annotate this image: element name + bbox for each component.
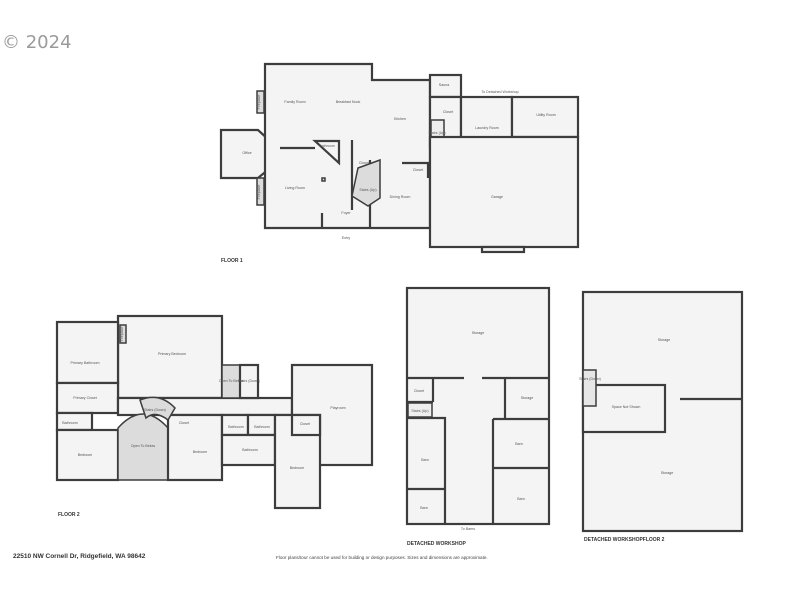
- room-label: To Detached Workshop: [481, 90, 518, 94]
- main-living-area: [263, 62, 432, 230]
- room-label: Stairs (Down): [579, 377, 601, 381]
- stairs-up: [407, 402, 433, 418]
- floor-2-caption: FLOOR 2: [58, 512, 80, 518]
- room-label: Bathroom: [254, 425, 270, 429]
- garage: [428, 135, 580, 249]
- room-label: Open To Below: [219, 379, 244, 383]
- room-label: Entry: [342, 236, 351, 240]
- room-label: Space Not Shown: [612, 405, 641, 409]
- room-label: Barn: [517, 497, 525, 501]
- room-label: Open To Below: [131, 444, 156, 448]
- floor-1-caption: FLOOR 1: [221, 258, 243, 264]
- room-label: Primary Closet: [73, 396, 97, 400]
- room-label: Bedroom: [78, 453, 93, 457]
- room-label: Barn: [420, 506, 428, 510]
- room-label: Bathroom: [242, 448, 258, 452]
- room-label: Fireplace: [257, 185, 261, 200]
- workshop-floor-2-caption: DETACHED WORKSHOPFLOOR 2: [584, 537, 665, 543]
- stairs-curved: [351, 158, 381, 207]
- primary-closet: [55, 381, 120, 415]
- workshop-caption: DETACHED WORKSHOP: [407, 541, 466, 547]
- room-label: Garage: [491, 195, 503, 199]
- room-label: Closet: [359, 161, 369, 165]
- room-label: To Barns: [461, 527, 475, 531]
- stairs-down: [582, 369, 597, 407]
- room-label: Sauna: [439, 83, 449, 87]
- room-label: Fireplace: [120, 327, 124, 342]
- floor-2-plan: FLOOR 2: [55, 314, 374, 518]
- stairs-down: [238, 363, 260, 400]
- room-label: Kitchen: [394, 117, 406, 121]
- primary-bedroom: [116, 314, 224, 400]
- room-label: Family Room: [284, 100, 305, 104]
- fireplace: [119, 324, 127, 344]
- floor-1-plan: FLOOR 1: [219, 62, 580, 264]
- room-label: Bathroom: [319, 144, 335, 148]
- room-label: Dining Room: [390, 195, 411, 199]
- room-label: Barn: [515, 442, 523, 446]
- room-label: Bathroom: [62, 421, 78, 425]
- bedroom: [166, 413, 224, 482]
- room-label: Storage: [521, 396, 534, 400]
- primary-bathroom: [55, 320, 120, 385]
- room-label: Stairs (Down): [144, 408, 166, 412]
- room-label: Playroom: [330, 406, 345, 410]
- room-label: Breakfast Nook: [336, 100, 361, 104]
- room-label: Foyer: [341, 211, 351, 215]
- bathroom: [220, 433, 277, 467]
- copyright-watermark: © 2024: [2, 32, 72, 53]
- room-label: Closet: [179, 421, 189, 425]
- room-label: Stairs (Up): [359, 188, 376, 192]
- room-label: Barn: [421, 458, 429, 462]
- property-address: 22510 NW Cornell Dr, Ridgefield, WA 9864…: [13, 553, 146, 560]
- disclaimer-text: Floor plans/tour cannot be used for buil…: [276, 555, 488, 560]
- room-label: Fireplace: [257, 95, 261, 110]
- stairs-curved: [139, 396, 176, 422]
- room-label: Closet: [414, 389, 424, 393]
- room-label: Closet: [413, 168, 423, 172]
- garage-bump: [480, 245, 526, 254]
- workshop-plan: DETACHED WORKSHOP: [405, 286, 551, 547]
- room-label: Closet: [443, 110, 453, 114]
- room-label: Storage: [658, 338, 671, 342]
- room-label: Primary Bathroom: [71, 361, 100, 365]
- post: [321, 177, 326, 182]
- closet: [290, 413, 322, 437]
- room-label: Stairs (Up): [428, 131, 445, 135]
- room-label: Closet: [300, 422, 310, 426]
- room-label: Primary Bedroom: [158, 352, 186, 356]
- room-label: Bedroom: [193, 450, 208, 454]
- room-label: Storage: [472, 331, 485, 335]
- workshop-floor-2-plan: DETACHED WORKSHOPFLOOR 2: [581, 290, 744, 543]
- room-label: Stairs (Up): [411, 409, 428, 413]
- fireplace: [256, 90, 265, 114]
- room-label: Office: [242, 151, 251, 155]
- room-label: Stairs (Down): [238, 379, 260, 383]
- room-label: Laundry Room: [475, 126, 499, 130]
- room-label: Living Room: [285, 186, 305, 190]
- room-label: Storage: [661, 471, 674, 475]
- utility-room: [510, 95, 580, 139]
- room-label: Bedroom: [290, 466, 305, 470]
- room-label: Bathroom: [228, 425, 244, 429]
- room-label: Utility Room: [536, 113, 555, 117]
- fireplace: [256, 177, 265, 206]
